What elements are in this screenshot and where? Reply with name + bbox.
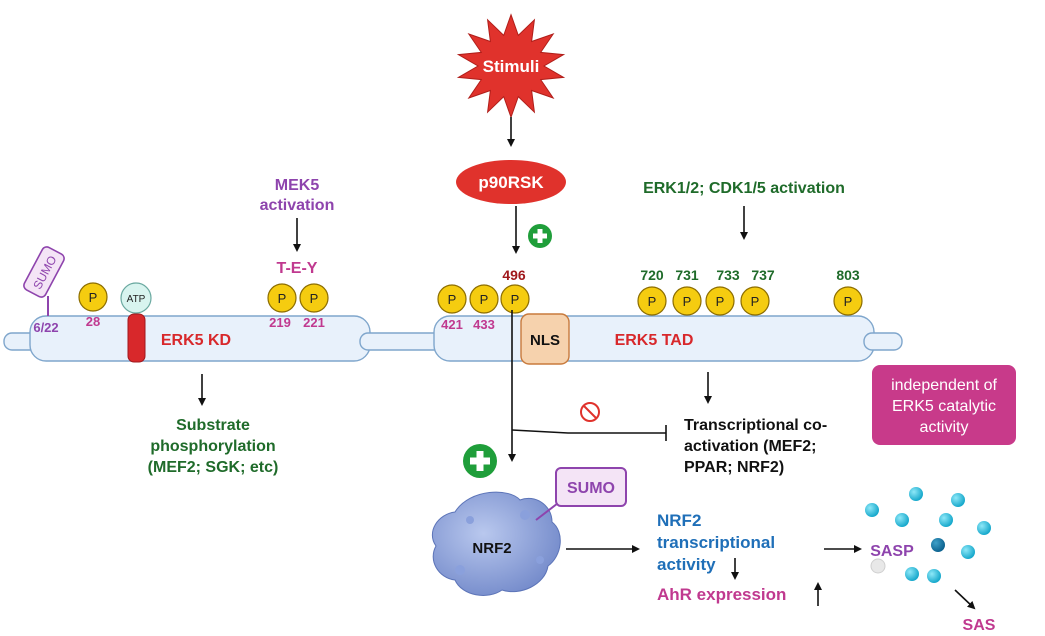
nls-box: NLS bbox=[520, 313, 570, 365]
sasp-bead bbox=[951, 493, 965, 507]
independent-line2: ERK5 catalytic bbox=[892, 398, 996, 415]
substrate-line2: phosphorylation bbox=[150, 438, 275, 455]
phosphate-p-737: P bbox=[740, 286, 770, 316]
atp-pocket bbox=[127, 313, 146, 363]
phosphate-p-731: P bbox=[672, 286, 702, 316]
independent-line3: activity bbox=[920, 419, 969, 436]
middle-stub bbox=[359, 332, 445, 351]
phosphate-p-421: P bbox=[437, 284, 467, 314]
sasp-beads bbox=[865, 487, 991, 583]
sasp-bead bbox=[905, 567, 919, 581]
nrf2-activity-line2: transcriptional bbox=[657, 533, 775, 552]
site-219: 219 bbox=[269, 315, 291, 330]
transcriptional-line3: PPAR; NRF2) bbox=[684, 459, 784, 476]
tey-label: T-E-Y bbox=[277, 260, 318, 277]
sumo-large-label: SUMO bbox=[567, 480, 615, 497]
transcriptional-line2: activation (MEF2; bbox=[684, 438, 816, 455]
nrf2-label: NRF2 bbox=[472, 540, 511, 557]
stimuli-label: Stimuli bbox=[483, 57, 540, 76]
phosphate-p-720: P bbox=[637, 286, 667, 316]
phosphate-p-433: P bbox=[469, 284, 499, 314]
substrate-line1: Substrate bbox=[176, 417, 250, 434]
atp-label: ATP bbox=[127, 294, 146, 305]
sasp-bead bbox=[927, 569, 941, 583]
site-496: 496 bbox=[502, 267, 526, 283]
phosphate-p-803: P bbox=[833, 286, 863, 316]
sumo-tag-large: SUMO bbox=[555, 467, 627, 507]
phosphate-label: P bbox=[480, 292, 489, 307]
sasp-to-sas-arrow bbox=[954, 589, 976, 610]
substrate-line3: (MEF2; SGK; etc) bbox=[148, 459, 279, 476]
sasp-bead bbox=[931, 538, 945, 552]
stimuli-burst: Stimuli bbox=[456, 13, 566, 119]
plus-icon-nrf2 bbox=[463, 444, 497, 478]
site-731: 731 bbox=[675, 267, 699, 283]
sasp-label: SASP bbox=[870, 543, 914, 560]
nrf2-protein: NRF2 bbox=[431, 491, 561, 596]
phosphate-label: P bbox=[683, 294, 692, 309]
sasp-bead bbox=[870, 558, 886, 574]
sumo-tag-small: SUMO bbox=[23, 246, 65, 316]
phosphate-p-219: P bbox=[267, 283, 297, 313]
sas-label: SAS bbox=[963, 617, 996, 634]
independent-line1: independent of bbox=[891, 377, 997, 394]
phosphate-label: P bbox=[448, 292, 457, 307]
nrf2-activity-line1: NRF2 bbox=[657, 511, 701, 530]
phosphate-label: P bbox=[511, 292, 520, 307]
erk5-tad-label: ERK5 TAD bbox=[615, 332, 694, 349]
independent-box: independent of ERK5 catalytic activity bbox=[872, 365, 1016, 445]
phosphate-label: P bbox=[310, 291, 319, 306]
sasp-bead bbox=[865, 503, 879, 517]
site-803: 803 bbox=[836, 267, 860, 283]
phosphate-label: P bbox=[844, 294, 853, 309]
site-720: 720 bbox=[640, 267, 664, 283]
site-221: 221 bbox=[303, 315, 325, 330]
site-733: 733 bbox=[716, 267, 740, 283]
phosphate-p-28: P bbox=[78, 282, 108, 312]
mek5-label-line2: activation bbox=[260, 197, 335, 214]
site-28: 28 bbox=[86, 314, 100, 329]
p90rsk-label: p90RSK bbox=[478, 173, 544, 192]
site-433: 433 bbox=[473, 317, 495, 332]
sasp-bead bbox=[895, 513, 909, 527]
phosphate-label: P bbox=[751, 294, 760, 309]
phosphate-p-496: P bbox=[500, 284, 530, 314]
atp-site: ATP bbox=[120, 282, 152, 363]
p90rsk-node: p90RSK bbox=[456, 160, 566, 204]
phosphate-label: P bbox=[89, 290, 98, 305]
sasp-bead bbox=[939, 513, 953, 527]
phosphate-label: P bbox=[648, 294, 657, 309]
right-stub bbox=[863, 332, 903, 351]
site-737: 737 bbox=[751, 267, 775, 283]
sasp-bead bbox=[977, 521, 991, 535]
transcriptional-line1: Transcriptional co- bbox=[684, 417, 827, 434]
prohibited-icon bbox=[580, 402, 600, 422]
site-421: 421 bbox=[441, 317, 463, 332]
site-6-22: 6/22 bbox=[33, 320, 58, 335]
inhibition-line bbox=[511, 429, 666, 434]
phosphate-p-733: P bbox=[705, 286, 735, 316]
phosphate-label: P bbox=[716, 294, 725, 309]
mek5-label-line1: MEK5 bbox=[275, 177, 320, 194]
nrf2-activity-line3: activity bbox=[657, 555, 716, 574]
erk-cdk-label: ERK1/2; CDK1/5 activation bbox=[643, 180, 845, 197]
plus-icon-p90rsk bbox=[528, 224, 552, 248]
ahr-label: AhR expression bbox=[657, 585, 786, 604]
nls-label: NLS bbox=[530, 332, 560, 349]
phosphate-label: P bbox=[278, 291, 287, 306]
sasp-bead bbox=[961, 545, 975, 559]
sasp-bead bbox=[909, 487, 923, 501]
phosphate-p-221: P bbox=[299, 283, 329, 313]
erk5-kd-label: ERK5 KD bbox=[161, 332, 231, 349]
